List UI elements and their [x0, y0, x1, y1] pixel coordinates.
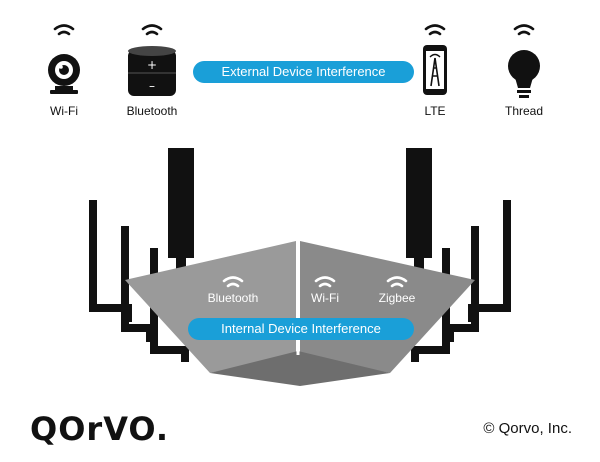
- phone-icon: [423, 45, 447, 95]
- lightbulb-icon: [508, 50, 540, 98]
- svg-text:–: –: [149, 79, 155, 93]
- external-interference-pill: External Device Interference: [193, 61, 414, 83]
- webcam-icon: [48, 54, 80, 94]
- svg-text:+: +: [147, 58, 157, 72]
- radio-label-wifi: Wi-Fi: [311, 291, 339, 305]
- device-label-lte: LTE: [424, 104, 446, 118]
- router-body: [125, 241, 475, 386]
- radio-label-zigbee: Zigbee: [378, 291, 416, 305]
- wifi-signal-icon: [53, 24, 535, 36]
- device-label-bluetooth: Bluetooth: [126, 104, 178, 118]
- speaker-icon: + –: [128, 46, 176, 96]
- qorvo-logo: QOrVO.: [30, 410, 170, 448]
- copyright-text: © Qorvo, Inc.: [483, 420, 572, 437]
- radio-signal-icon: [222, 276, 408, 288]
- device-label-wifi: Wi-Fi: [50, 104, 78, 118]
- radio-label-bluetooth: Bluetooth: [207, 291, 259, 305]
- internal-interference-pill: Internal Device Interference: [188, 318, 414, 340]
- device-label-thread: Thread: [504, 104, 544, 118]
